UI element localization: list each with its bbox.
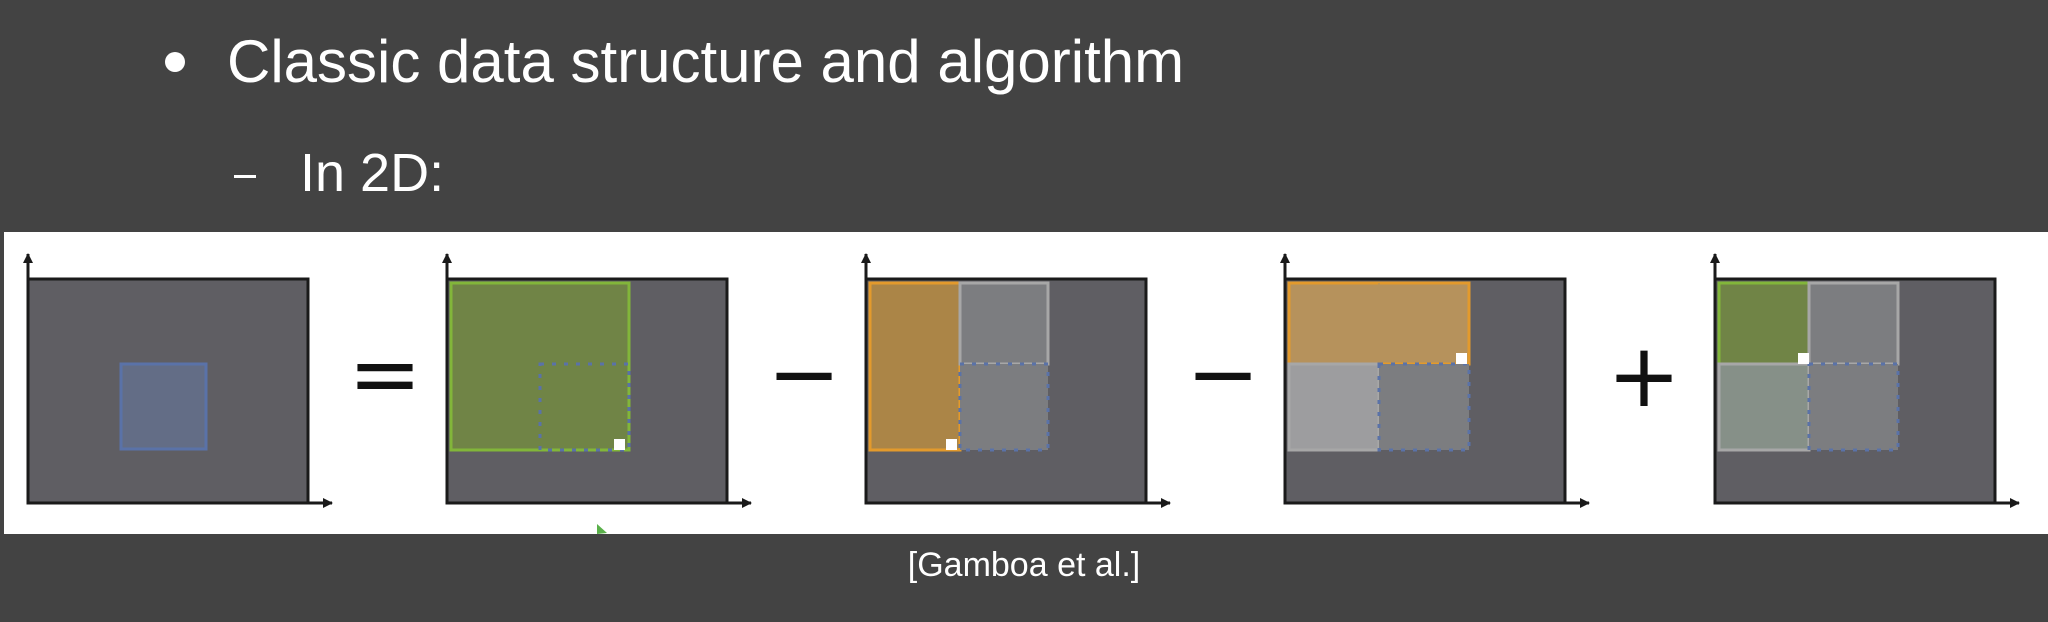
orange-region (868, 281, 962, 452)
cursor-icon (597, 524, 607, 534)
operator-plus: + (1607, 324, 1681, 427)
panel-orange-left (861, 253, 1171, 508)
query-outline (1377, 362, 1471, 452)
panel-orange-top (1280, 253, 1590, 508)
operator-equals: = (348, 322, 422, 425)
green-region (1717, 281, 1811, 366)
sub-bullet-text: In 2D: (300, 143, 445, 203)
query-outline (538, 362, 631, 452)
operator-minus-2: − (1186, 322, 1260, 425)
light-gray-region (1287, 362, 1381, 452)
corner-marker (614, 439, 625, 450)
operator-minus-1: − (767, 322, 841, 425)
operator-text: − (1186, 322, 1260, 425)
operator-text: + (1607, 324, 1681, 427)
bullet-dot-icon (165, 52, 185, 72)
operator-text: − (767, 322, 841, 425)
gray-region (958, 281, 1050, 366)
corner-marker (1798, 353, 1809, 364)
dash-icon (234, 174, 256, 178)
bullet-text: Classic data structure and algorithm (227, 28, 1185, 95)
sub-bullet-item: In 2D: (234, 138, 444, 208)
query-region (119, 362, 208, 451)
bullet-item: Classic data structure and algorithm (165, 22, 1184, 102)
citation-caption: [Gamboa et al.] (907, 546, 1141, 584)
panel-query (23, 253, 333, 508)
figure-canvas: = − − (23, 253, 2020, 534)
gray-region (1807, 281, 1900, 366)
panel-green-sum (442, 253, 752, 508)
query-outline (958, 362, 1050, 452)
corner-marker (946, 439, 957, 450)
gray-region (1717, 362, 1811, 452)
query-outline (1807, 362, 1900, 452)
operator-text: = (348, 322, 422, 425)
corner-marker (1456, 353, 1467, 364)
panel-green-corner (1710, 253, 2020, 508)
summed-area-table-figure: = − − (4, 232, 2048, 534)
